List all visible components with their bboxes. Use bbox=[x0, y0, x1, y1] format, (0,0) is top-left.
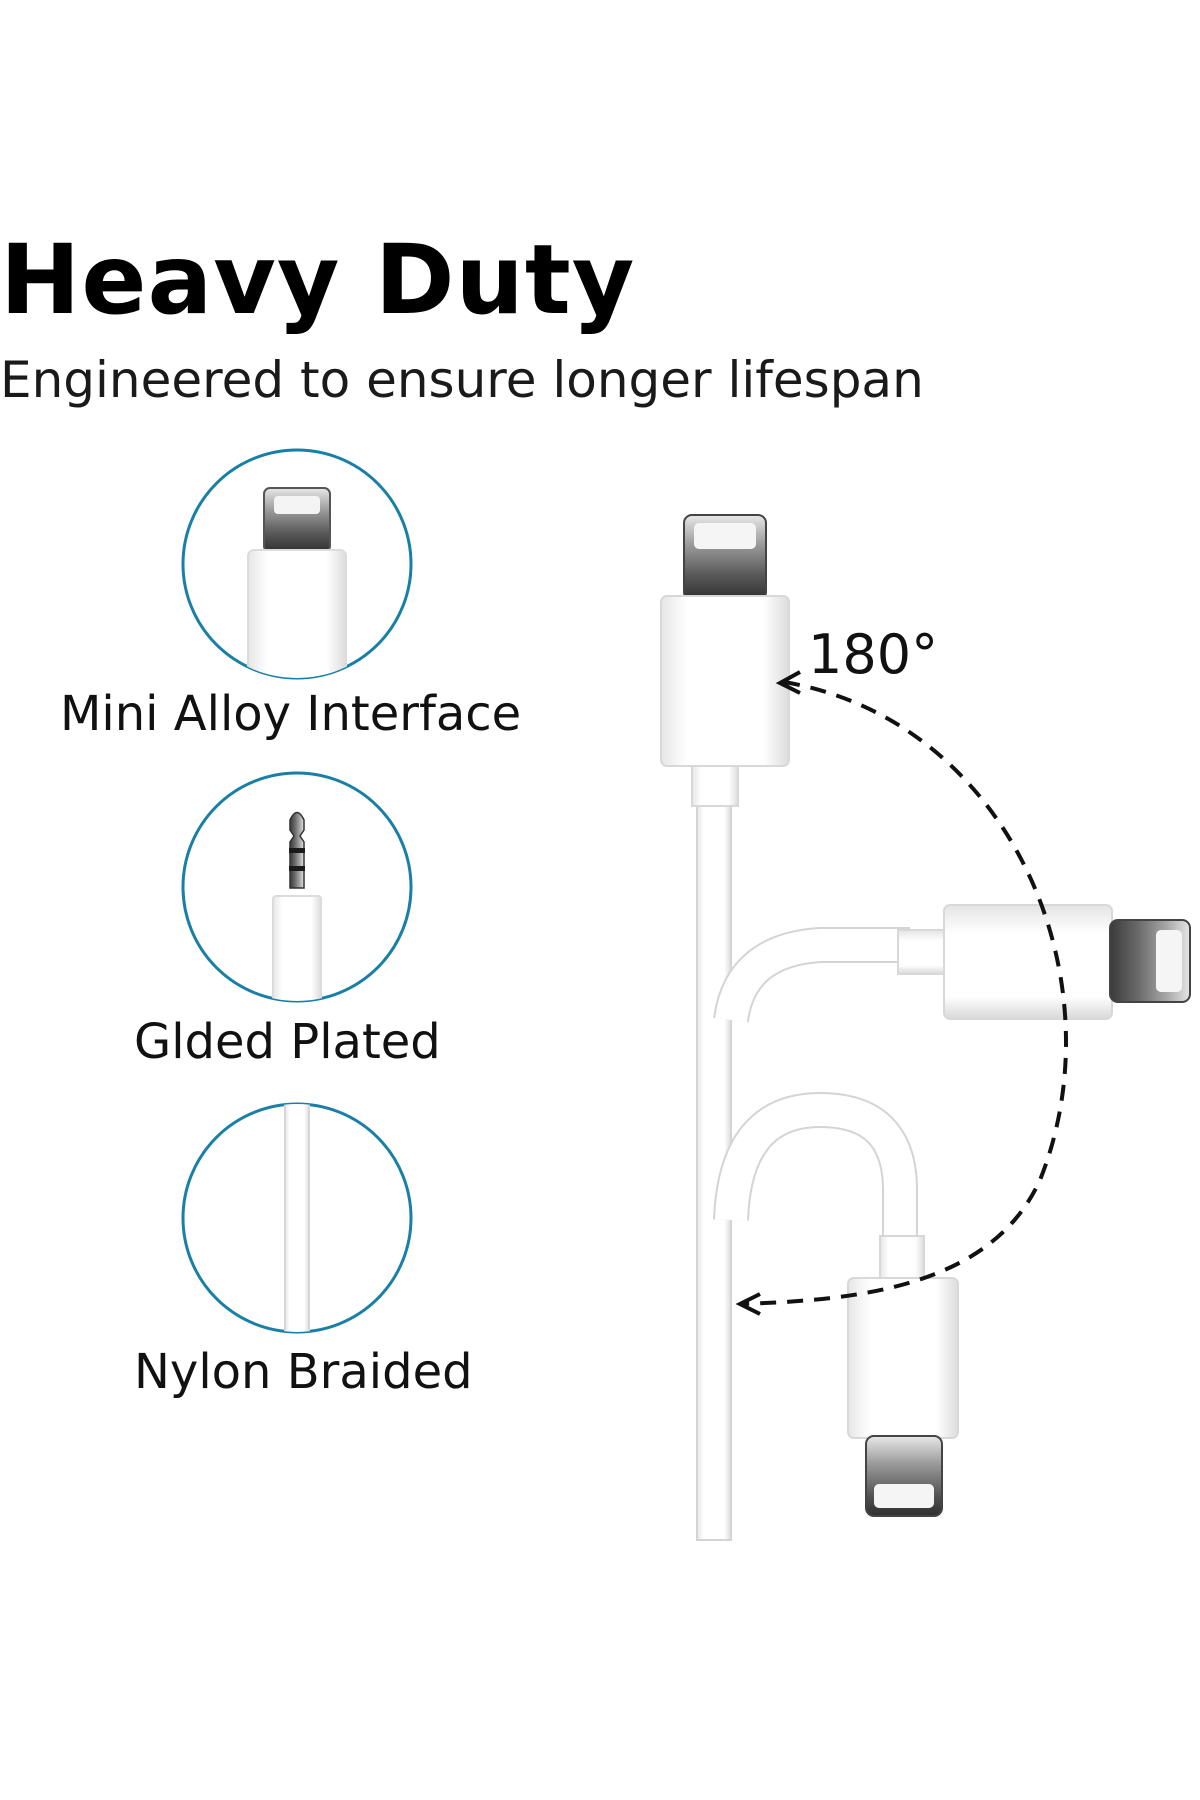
feature-label-braided: Nylon Braided bbox=[134, 1344, 473, 1400]
bend-angle-label: 180° bbox=[808, 623, 939, 686]
cable-icon bbox=[181, 1102, 413, 1334]
page-subtitle: Engineered to ensure longer lifespan bbox=[0, 351, 924, 409]
lightning-connector-icon bbox=[181, 448, 413, 680]
feature-label-interface: Mini Alloy Interface bbox=[60, 686, 522, 742]
page-title: Heavy Duty bbox=[0, 224, 636, 336]
cable-illustration bbox=[660, 514, 1191, 1541]
bend-arrow bbox=[735, 670, 1068, 1316]
feature-label-plated: Glded Plated bbox=[134, 1014, 441, 1070]
audio-jack-icon bbox=[181, 771, 413, 1003]
